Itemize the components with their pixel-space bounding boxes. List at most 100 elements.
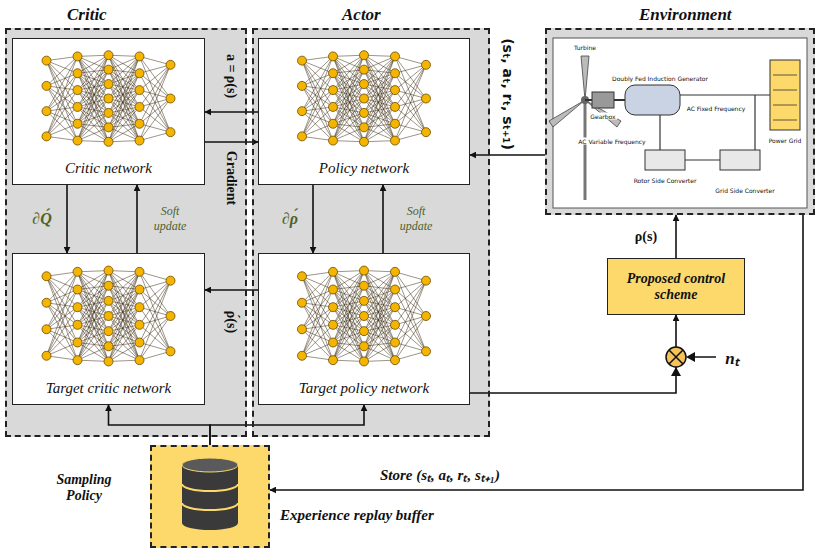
net-neuron — [73, 102, 82, 111]
net-neuron — [422, 94, 431, 103]
net-neuron — [104, 137, 113, 146]
database-body — [182, 465, 238, 523]
box-fill — [5, 28, 247, 437]
net-neuron — [73, 285, 82, 294]
net-link — [47, 303, 78, 360]
box-fill — [252, 28, 490, 437]
net-link — [78, 272, 109, 346]
net-neuron — [329, 52, 338, 61]
net-link — [333, 272, 364, 346]
net-neuron — [360, 137, 369, 146]
net-neuron — [42, 56, 51, 65]
signal-label: nₜ — [723, 346, 740, 369]
net-link — [364, 73, 395, 127]
multiplier-junction — [666, 347, 686, 367]
net-neuron — [329, 136, 338, 145]
neural-net-icon — [42, 266, 175, 366]
net-neuron — [104, 281, 113, 290]
net-link — [333, 286, 364, 360]
net-neuron — [360, 80, 369, 89]
turbine-blade — [581, 56, 589, 100]
net-link — [47, 272, 78, 329]
box-fill — [12, 253, 205, 405]
net-link — [333, 99, 364, 141]
net-link — [47, 61, 78, 124]
net-link — [140, 281, 171, 325]
net-neuron — [329, 119, 338, 128]
net-link — [302, 276, 333, 342]
net-link — [140, 56, 171, 132]
net-neuron — [360, 51, 369, 60]
net-neuron — [104, 65, 113, 74]
net-link — [140, 99, 171, 141]
arrow-connector — [270, 215, 803, 490]
net-neuron — [42, 132, 51, 141]
net-neuron — [73, 119, 82, 128]
box-fills — [5, 28, 815, 548]
net-link — [78, 113, 109, 124]
net-neuron — [73, 320, 82, 329]
arrow-connector — [109, 405, 211, 445]
edge-label: ρ́(s) — [223, 309, 239, 335]
arrow-head — [686, 352, 695, 362]
net-neuron — [360, 108, 369, 117]
net-link — [333, 73, 364, 98]
arrow-connector — [136, 185, 138, 253]
net-link — [364, 316, 395, 343]
net-link — [109, 70, 140, 141]
net-link — [109, 90, 140, 113]
net-link — [78, 70, 109, 141]
net-neuron — [73, 52, 82, 61]
net-link — [333, 316, 364, 343]
net-neuron — [104, 296, 113, 305]
net-link — [78, 286, 109, 325]
net-neuron — [73, 267, 82, 276]
net-link — [109, 73, 140, 127]
arrow-connector — [205, 141, 258, 143]
net-link — [395, 99, 426, 141]
net-neuron — [360, 327, 369, 336]
net-link — [78, 316, 109, 360]
net-link — [364, 90, 395, 113]
net-neuron — [360, 65, 369, 74]
net-link — [333, 70, 364, 124]
net-neuron — [298, 298, 307, 307]
net-link — [395, 56, 426, 98]
net-link — [78, 290, 109, 317]
net-neuron — [298, 325, 307, 334]
net-neuron — [104, 108, 113, 117]
edge-label: Soft update — [389, 204, 443, 234]
net-neuron — [391, 303, 400, 312]
net-link — [78, 99, 109, 141]
net-link — [109, 290, 140, 301]
net-link — [395, 281, 426, 361]
net-neuron — [104, 327, 113, 336]
net-neuron — [329, 86, 338, 95]
net-link — [364, 70, 395, 141]
net-neuron — [298, 132, 307, 141]
net-link — [47, 307, 78, 356]
net-link — [395, 307, 426, 351]
rotor-wire — [659, 115, 660, 150]
group-heading: Experience replay buffer — [280, 507, 434, 524]
arrow-connector — [205, 111, 258, 113]
arrow-connector — [312, 185, 314, 253]
net-link — [395, 65, 426, 141]
grid-lines — [773, 75, 797, 120]
net-link — [302, 56, 333, 111]
net-neuron — [422, 276, 431, 285]
net-link — [302, 124, 333, 137]
net-neuron — [73, 356, 82, 365]
net-link — [109, 316, 140, 343]
net-neuron — [73, 303, 82, 312]
network-box: Target policy network — [258, 253, 470, 405]
net-link — [78, 84, 109, 107]
net-neuron — [135, 136, 144, 145]
net-link — [47, 86, 78, 141]
net-neuron — [391, 320, 400, 329]
net-link — [333, 70, 364, 107]
part-label: Rotor Side Converter — [632, 177, 699, 184]
box-label: Target policy network — [259, 380, 469, 397]
net-link — [140, 307, 171, 351]
group-panel: CriticCritic networkTarget critic networ… — [5, 28, 247, 437]
